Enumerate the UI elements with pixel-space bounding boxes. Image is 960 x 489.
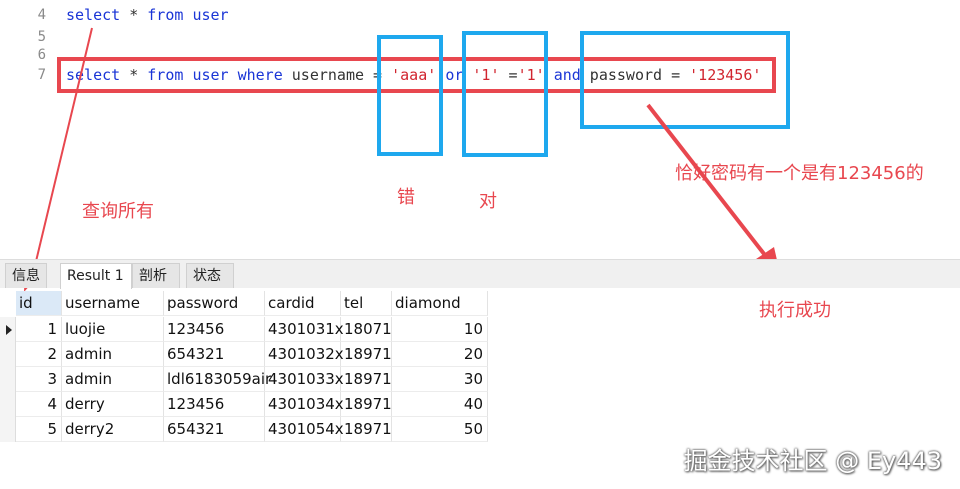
- code-token: password =: [580, 66, 690, 84]
- code-token: *: [120, 6, 148, 24]
- column-header-password[interactable]: password: [164, 291, 265, 316]
- table-cell-id[interactable]: 3: [16, 367, 62, 392]
- table-cell-diamond[interactable]: 10: [392, 317, 488, 342]
- code-token: '1': [472, 66, 500, 84]
- code-token: from: [147, 66, 184, 84]
- table-cell-username[interactable]: admin: [62, 342, 164, 367]
- annotation-coincidence: 恰好密码有一个是有123456的: [675, 163, 924, 184]
- code-token: '123456': [689, 66, 762, 84]
- table-cell-cardid[interactable]: 4301033x: [265, 367, 344, 392]
- tab-status[interactable]: 状态: [186, 263, 234, 288]
- table-cell-username[interactable]: admin: [62, 367, 164, 392]
- table-cell-tel[interactable]: 18971: [341, 367, 392, 392]
- line-number: 4: [37, 7, 46, 23]
- line-number: 7: [37, 67, 46, 83]
- password-condition-box: [580, 31, 790, 129]
- table-cell-username[interactable]: luojie: [62, 317, 164, 342]
- watermark: 掘金技术社区 @ Ey443: [683, 447, 942, 475]
- annotation-wrong: 错: [397, 187, 415, 208]
- table-cell-username[interactable]: derry: [62, 392, 164, 417]
- tab-profile[interactable]: 剖析: [132, 263, 180, 288]
- table-cell-cardid[interactable]: 4301034x: [265, 392, 344, 417]
- code-token: and: [553, 66, 581, 84]
- table-cell-password[interactable]: 654321: [164, 417, 265, 442]
- table-cell-cardid[interactable]: 4301031x: [265, 317, 344, 342]
- table-cell-username[interactable]: derry2: [62, 417, 164, 442]
- code-token: where: [237, 66, 283, 84]
- row-marker[interactable]: [0, 417, 16, 442]
- table-cell-tel[interactable]: 18971: [341, 417, 392, 442]
- table-cell-diamond[interactable]: 20: [392, 342, 488, 367]
- code-token: 'aaa': [391, 66, 437, 84]
- result-tabs: 信息 Result 1 剖析 状态: [0, 259, 960, 289]
- code-token: '1': [517, 66, 545, 84]
- column-header-tel[interactable]: tel: [341, 291, 392, 316]
- tab-result-1[interactable]: Result 1: [60, 263, 132, 289]
- table-cell-id[interactable]: 5: [16, 417, 62, 442]
- table-cell-password[interactable]: 654321: [164, 342, 265, 367]
- table-cell-tel[interactable]: 18971: [341, 342, 392, 367]
- code-text: select * from user: [66, 4, 229, 26]
- table-cell-cardid[interactable]: 4301054x: [265, 417, 344, 442]
- table-cell-diamond[interactable]: 40: [392, 392, 488, 417]
- table-cell-diamond[interactable]: 50: [392, 417, 488, 442]
- current-row-icon: [6, 325, 12, 335]
- row-marker[interactable]: [0, 392, 16, 417]
- table-cell-id[interactable]: 1: [16, 317, 62, 342]
- code-token: or: [445, 66, 464, 84]
- table-cell-diamond[interactable]: 30: [392, 367, 488, 392]
- annotation-query-all: 查询所有: [82, 201, 154, 222]
- table-cell-tel[interactable]: 18071: [341, 317, 392, 342]
- code-token: user: [192, 66, 229, 84]
- column-header-username[interactable]: username: [62, 291, 164, 316]
- row-marker[interactable]: [0, 342, 16, 367]
- code-token: =: [499, 66, 518, 84]
- code-text: select * from user where username = 'aaa…: [66, 64, 761, 86]
- line-number: 6: [37, 47, 46, 63]
- table-cell-id[interactable]: 2: [16, 342, 62, 367]
- column-header-id[interactable]: id: [16, 291, 62, 316]
- table-cell-password[interactable]: 123456: [164, 392, 265, 417]
- table-cell-id[interactable]: 4: [16, 392, 62, 417]
- column-header-diamond[interactable]: diamond: [392, 291, 488, 316]
- true-condition-box: [462, 31, 548, 157]
- column-header-cardid[interactable]: cardid: [265, 291, 341, 316]
- table-cell-tel[interactable]: 18971: [341, 392, 392, 417]
- annotation-right: 对: [479, 191, 497, 212]
- code-token: user: [192, 6, 229, 24]
- tab-info[interactable]: 信息: [5, 263, 47, 288]
- table-cell-password[interactable]: 123456: [164, 317, 265, 342]
- table-cell-password[interactable]: ldl6183059air: [164, 367, 271, 392]
- row-marker[interactable]: [0, 317, 16, 342]
- annotation-success: 执行成功: [759, 300, 831, 321]
- code-token: *: [120, 66, 148, 84]
- code-token: from: [147, 6, 184, 24]
- code-token: select: [66, 6, 121, 24]
- table-cell-cardid[interactable]: 4301032x: [265, 342, 344, 367]
- row-marker[interactable]: [0, 367, 16, 392]
- wrong-condition-box: [377, 35, 443, 156]
